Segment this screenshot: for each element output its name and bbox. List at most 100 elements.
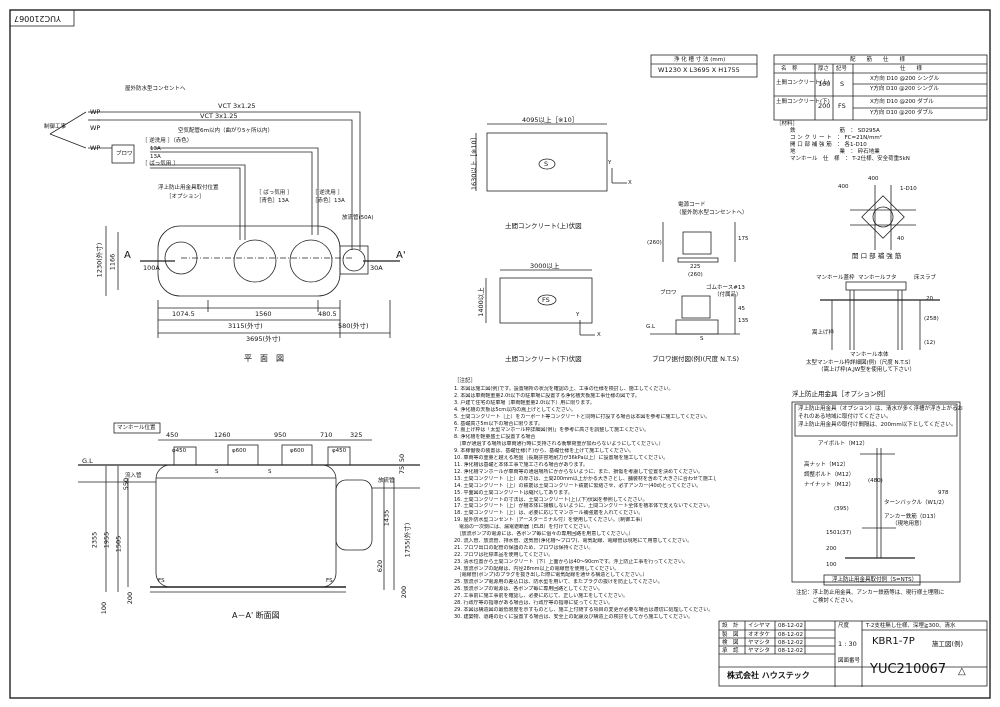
note-item: 6. 基礎高さ5m以下の場合に限ります。 xyxy=(454,420,543,427)
spec-col-name: 名 称 xyxy=(781,66,798,72)
section-manhole-label: マンホール位置 xyxy=(117,425,156,431)
spec-table-header: 配 筋 仕 様 xyxy=(850,57,906,63)
spec-row1-name: 土間コンクリート(上) xyxy=(776,80,830,86)
section-fs-1: FS xyxy=(158,578,165,584)
section-title: A－A' 断面図 xyxy=(232,611,280,620)
float-foot-1: 注記：浮上防止用金具、アンカー鉄筋等は、現行様土埋限に xyxy=(796,590,945,596)
slab-bottom-x: X xyxy=(597,332,601,338)
note-item: 7. 嵩上げ枠は「太型マンホール枠詳細図(例)」を参考に高さを調整して施工くださ… xyxy=(454,427,650,434)
blower-outlet: （屋外防水型コンセントへ） xyxy=(676,210,748,216)
section-top-dim-4: 710 xyxy=(320,431,333,439)
note-item: 18. 土間コンクリート［上］は、必要に応じてマンホール補強筋を入れてください。 xyxy=(454,510,644,517)
materials-5: マンホール 仕 様 ： T-2仕様、安全荷重5kN xyxy=(790,156,910,162)
note-item: 23. 清水位置から土間コンクリート［下］上面からは40〜90cmです。浮上防止… xyxy=(454,558,688,565)
note-item: 17. 土間コンクリート［上］が槽本体に接触しないように、土間コンクリート全体を… xyxy=(454,503,714,510)
tb-r3-c2: ヤマシタ xyxy=(748,640,771,646)
float-label-nut: ナイナット（M12） xyxy=(804,482,855,488)
spec-col-thick: 厚さ xyxy=(818,66,830,72)
note-item: 14. 土間コンクリート［上］の鉄筋は土間コンクリート鉄筋に緊結させ、必ずアンカ… xyxy=(454,482,702,489)
plan-wp-3: WP xyxy=(90,144,101,152)
section-top-dim-5: 325 xyxy=(350,431,363,439)
section-gl: G.L xyxy=(82,457,93,465)
tb-scale: 1 : 30 xyxy=(838,640,857,648)
tb-r1-c2: イシヤマ xyxy=(748,623,771,629)
plan-vdim-2: 1166 xyxy=(108,253,117,271)
section-left-dim-6: 200 xyxy=(126,591,135,605)
float-title: 浮上防止用金具［オプション例］ xyxy=(792,390,890,398)
tb-r2-c3: 08-12-02 xyxy=(778,632,803,638)
plan-wp-2: WP xyxy=(90,124,101,132)
tb-r4-c3: 08-12-02 xyxy=(778,648,803,654)
float-label-eyebolt: アイボルト（M12） xyxy=(818,441,868,447)
plan-vct-2: VCT 3x1.25 xyxy=(200,112,238,120)
float-note-3: 浮上防止用金具の取付け間隔は、200mm以下としてください。 xyxy=(798,422,957,428)
note-item: 13. 土間コンクリート［上］の厚さは、土間200mm以上かかる大きさとし、舗装… xyxy=(454,475,716,482)
manhole-label-4: 嵩上げ枠 xyxy=(812,330,835,336)
reinforce-dim-2: 400 xyxy=(868,176,879,182)
blower-dim-5: 45 xyxy=(738,306,745,312)
plan-vct-1: VCT 3x1.25 xyxy=(218,102,256,110)
blower-label: ブロワ xyxy=(660,290,677,296)
spec-row2-spec2: Y方向 D10 @200 ダブル xyxy=(870,110,934,116)
plan-outlet-label: 屋外防水型コンセントへ xyxy=(125,86,186,92)
note-item: 24. 放流ポンプの配線は、内径28mm以上の電線管を使用してください。 xyxy=(454,565,620,572)
manhole-dim-2: (258) xyxy=(924,316,939,322)
plan-outlet-size: 30A xyxy=(370,264,383,272)
plan-dim-2: 1560 xyxy=(255,310,272,318)
note-item: 27. 工事前に施工事前を確認し、必要に応じて、正しい施工をしてください。 xyxy=(454,593,628,600)
section-top-dim-2: 1260 xyxy=(214,431,231,439)
note-item: 28. 行政庁等の指導がある場合は、行政庁等の指導に従ってください。 xyxy=(454,600,614,607)
plan-ann-aeration: ［ ばっ気用 ］ xyxy=(142,161,179,167)
note-item: 29. 本図は構造図の最低限度を示すものとし、施工上付随する項目の変更が必要な場… xyxy=(454,607,714,613)
note-item: 2. 本図は車両軽重量2.0t以下の駐車場に設置する浄化槽天板施工事仕様の図です… xyxy=(454,392,640,399)
plan-backwash-2b: ［赤色］13A xyxy=(312,198,345,204)
note-item: 26. 放流ポンプの電源は、各ポンプ毎に専用回路としてください。 xyxy=(454,586,603,593)
note-item: 電源の一次側には、漏電遮断器［ELB］を付けてください。 xyxy=(454,524,594,531)
plan-drain-label: 放流管(50A) xyxy=(342,215,374,221)
blower-dim-4: (260) xyxy=(688,272,703,278)
float-caption: 浮上防止用金具取付例（S=NTS） xyxy=(832,577,918,583)
materials-3: 開 口 部 補 強 筋 ： 各1-D10 xyxy=(790,142,867,148)
tb-scale-label: 尺度 xyxy=(838,623,850,629)
spec-row1-spec1: X方向 D10 @200 シングル xyxy=(870,76,940,82)
float-label-highnut: 高ナット（M12） xyxy=(804,462,849,468)
manhole-dim-3: (12) xyxy=(924,340,936,346)
section-left-dim-4: 550 xyxy=(122,477,131,491)
section-mh-4: φ450 xyxy=(332,448,347,454)
slab-bottom-title: 土間コンクリート(下)伏図 xyxy=(505,355,582,363)
tb-model: KBR1-7P xyxy=(872,636,915,647)
reinforce-title: 開 口 部 補 強 筋 xyxy=(852,252,902,260)
section-left-dim-5: 100 xyxy=(100,601,109,615)
float-dim-3: 978 xyxy=(938,490,949,496)
materials-4: 地 業 ： 砕石地業 xyxy=(790,149,880,155)
manhole-note: （嵩上げ枠(A,JW型を使用して下さい） xyxy=(818,367,916,373)
section-marker-a2: A' xyxy=(396,250,406,261)
tb-desc: T-2支柱無し仕様、深埋≧300、清水 xyxy=(866,623,956,629)
note-item: 21. ブロワ出口の配管の保護のため、ブロワは保持ください。 xyxy=(454,544,594,551)
spec-row2-sym: FS xyxy=(838,102,846,110)
slab-top-sym: S xyxy=(544,160,549,168)
blower-title: ブロワ据付図(例)(尺度 N.T.S) xyxy=(652,355,740,363)
tb-company: 株式会社 ハウステック xyxy=(727,671,810,680)
note-item: 11. 浄化槽は基礎と本体工事で施工される場合があります。 xyxy=(454,461,589,468)
revision-triangle-icon: △ xyxy=(958,666,966,677)
slab-top-x: X xyxy=(628,180,632,186)
tb-r2-c1: 製 図 xyxy=(722,632,739,638)
section-mh-3: φ600 xyxy=(290,448,305,454)
float-label-anchor: アンカー鉄筋（D13） xyxy=(884,514,940,520)
section-left-dim-2: 1955 xyxy=(102,531,111,549)
plan-dim-1: 1074.5 xyxy=(172,310,195,318)
plan-dim-6: 3695(外寸) xyxy=(246,335,281,343)
section-left-dim-1: 2355 xyxy=(90,531,99,549)
section-outflow: 放流管 xyxy=(378,478,395,484)
tb-no-label: 図面番号 xyxy=(838,658,861,664)
section-mh-1: φ450 xyxy=(172,448,187,454)
section-top-dim-1: 450 xyxy=(166,431,179,439)
section-right-dim-5: 75 xyxy=(398,465,407,475)
section-marker-a: A xyxy=(124,250,131,261)
plan-wp-1: WP xyxy=(90,108,101,116)
float-dim-6: 100 xyxy=(826,562,837,568)
blower-gl: G.L xyxy=(646,324,656,330)
blower-dim-1: (260) xyxy=(647,240,662,246)
